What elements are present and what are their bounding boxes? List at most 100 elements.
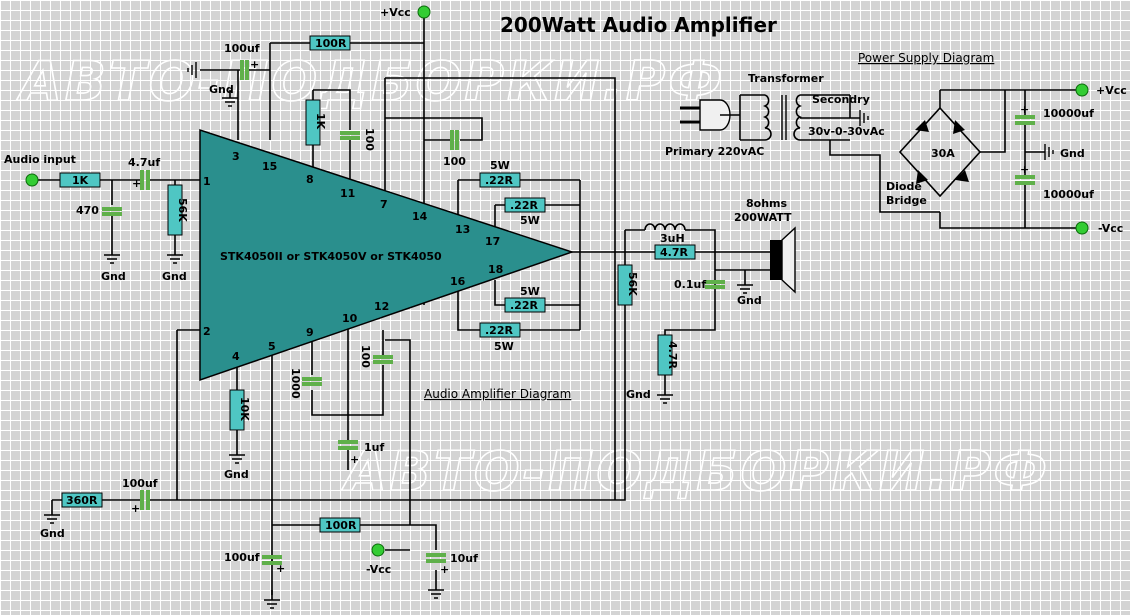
page-title: 200Watt Audio Amplifier bbox=[500, 13, 777, 37]
watt-label-d: 5W bbox=[494, 340, 514, 353]
cap-10000-a-plate-a bbox=[1015, 115, 1035, 119]
diode-label: Diode bbox=[886, 180, 922, 193]
resistor-022r-b bbox=[504, 197, 546, 213]
cap-100uf-top-b bbox=[245, 60, 249, 80]
ground-icon bbox=[104, 254, 120, 264]
psu-vcc-neg-label: -Vcc bbox=[1098, 222, 1123, 235]
gnd-label-psu: Gnd bbox=[1060, 147, 1085, 160]
resistor-100r-top-label: 100R bbox=[315, 37, 347, 50]
gnd-label-input-a: Gnd bbox=[101, 270, 126, 283]
speaker-watt-label: 200WATT bbox=[734, 211, 792, 224]
audio-input-terminal bbox=[25, 173, 39, 187]
resistor-360r-label: 360R bbox=[66, 494, 98, 507]
cap-1uf-plate-a bbox=[338, 440, 358, 444]
cap-100-b-plate-b bbox=[455, 130, 459, 150]
cap-1000-plate-a bbox=[302, 377, 322, 381]
resistor-4r7-zobel-label: 4.7R bbox=[666, 341, 679, 369]
pin-8: 8 bbox=[306, 173, 314, 186]
ground-icon bbox=[229, 454, 245, 464]
gnd-label-input-b: Gnd bbox=[162, 270, 187, 283]
cap-100-b-label: 100 bbox=[443, 155, 466, 168]
watermark-top: АВТО-ПОДБОРКИ.РФ bbox=[16, 50, 725, 113]
psu-vcc-neg-terminal bbox=[1075, 221, 1089, 235]
ground-icon bbox=[1044, 144, 1054, 160]
cap-100uf-top-label: 100uf bbox=[224, 42, 260, 55]
resistor-1k-input-label: 1K bbox=[72, 174, 89, 187]
speaker-magnet bbox=[770, 240, 782, 280]
resistor-4r7-zobel bbox=[657, 334, 673, 376]
gnd-label-top: Gnd bbox=[209, 83, 234, 96]
cap-100uf-bot-a bbox=[262, 555, 282, 559]
ground-icon bbox=[657, 394, 673, 404]
psu-vcc-pos-terminal bbox=[1075, 83, 1089, 97]
vcc-neg-terminal bbox=[371, 543, 385, 557]
resistors: 1K 56K 100R 1K .22R .22R .22R .22R 4.7R … bbox=[59, 35, 696, 533]
secondary-voltage-label: 30v-0-30vAc bbox=[808, 125, 885, 138]
pin-17: 17 bbox=[485, 235, 500, 248]
bridge-rectifier bbox=[898, 106, 982, 198]
resistor-1k-input bbox=[59, 172, 101, 188]
cap-4u7-plus: + bbox=[132, 177, 141, 190]
resistor-56k-input-label: 56K bbox=[176, 198, 189, 222]
cap-100uf-fb-b bbox=[146, 490, 150, 510]
pin-18: 18 bbox=[488, 263, 503, 276]
resistor-56k-feedback-label: 56K bbox=[626, 272, 639, 296]
ground-icon bbox=[859, 110, 869, 126]
watermark-bottom: АВТО-ПОДБОРКИ.РФ bbox=[341, 440, 1050, 503]
gnd-label-zobel: Gnd bbox=[626, 388, 651, 401]
watt-label-c: 5W bbox=[520, 285, 540, 298]
resistor-022r-c-label: .22R bbox=[510, 299, 538, 312]
ground-icon bbox=[737, 284, 753, 294]
speaker-ohms-label: 8ohms bbox=[746, 197, 788, 210]
cap-100uf-fb-plus: + bbox=[131, 502, 140, 515]
cap-0u1-plate-a bbox=[705, 280, 725, 284]
resistor-10k-label: 10K bbox=[238, 397, 251, 421]
cap-10000-b-label: 10000uf bbox=[1043, 188, 1094, 201]
pin-11: 11 bbox=[340, 187, 355, 200]
vcc-pos-label: +Vcc bbox=[380, 6, 411, 19]
cap-10uf-label: 10uf bbox=[450, 552, 478, 565]
watt-label-b: 5W bbox=[520, 214, 540, 227]
cap-1000-plate-b bbox=[302, 382, 322, 386]
cap-100uf-fb-a bbox=[140, 490, 144, 510]
pin-14: 14 bbox=[412, 210, 428, 223]
cap-100-a-plate-b bbox=[340, 136, 360, 140]
terminals bbox=[25, 5, 1089, 557]
bridge-amp-label: 30A bbox=[931, 147, 955, 160]
cap-10000-a-label: 10000uf bbox=[1043, 107, 1094, 120]
resistor-022r-c bbox=[504, 297, 546, 313]
pin-9: 9 bbox=[306, 326, 314, 339]
pin-4: 4 bbox=[232, 350, 240, 363]
ground-icon bbox=[187, 62, 197, 78]
cap-1uf-plate-b bbox=[338, 446, 358, 450]
inductor-3uh-label: 3uH bbox=[660, 232, 685, 245]
ground-icon bbox=[167, 254, 183, 264]
resistor-100r-bottom bbox=[319, 517, 361, 533]
inductor-3uh bbox=[644, 223, 686, 231]
primary-label: Primary 220vAC bbox=[665, 145, 764, 158]
secondary-label: Secondry bbox=[812, 93, 870, 106]
pin-12: 12 bbox=[374, 300, 389, 313]
cap-100uf-bot-plus: + bbox=[276, 562, 285, 575]
cap-1uf-plus: + bbox=[350, 453, 359, 466]
ground-icon bbox=[264, 599, 280, 609]
cap-10000-b-plus: + bbox=[1020, 163, 1029, 176]
diode-icon bbox=[916, 170, 928, 184]
pin-15: 15 bbox=[262, 160, 277, 173]
amp-diagram-label: Audio Amplifier Diagram bbox=[424, 387, 571, 401]
cap-10000-a-plus: + bbox=[1020, 103, 1029, 116]
gnd-label-speaker: Gnd bbox=[737, 294, 762, 307]
resistor-56k-input bbox=[167, 184, 183, 236]
cap-470-label: 470 bbox=[76, 204, 99, 217]
cap-1000-label: 1000 bbox=[289, 368, 302, 399]
amplifier-chip bbox=[199, 128, 575, 382]
resistor-100r-bottom-label: 100R bbox=[325, 519, 357, 532]
cap-100uf-top-plus: + bbox=[250, 58, 259, 71]
pin-5: 5 bbox=[268, 340, 276, 353]
cap-100uf-bot-b bbox=[262, 561, 282, 565]
resistor-56k-feedback bbox=[617, 264, 633, 306]
pin-10: 10 bbox=[342, 312, 358, 325]
transformer-label: Transformer bbox=[748, 72, 824, 85]
resistor-022r-d-label: .22R bbox=[485, 324, 513, 337]
